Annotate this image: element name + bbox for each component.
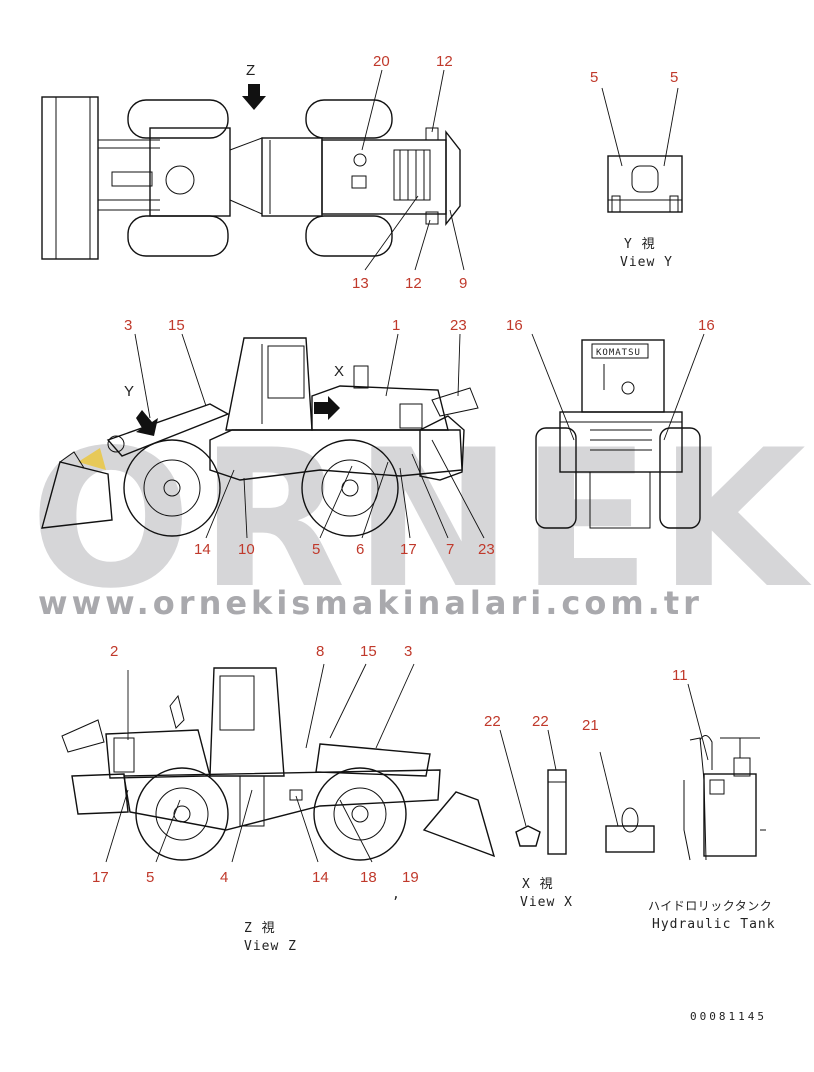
front-view-drawing: KOMATSU	[531, 333, 705, 529]
callout-top-9: 9	[459, 275, 467, 292]
callout-right-14: 14	[312, 869, 329, 886]
view-y-label: View Y	[620, 255, 673, 270]
tank-jp-label: ハイドロリックタンク	[648, 899, 772, 913]
callout-top-12b: 12	[405, 275, 422, 292]
side-left-leaders	[134, 333, 485, 539]
view-z-jp-label: Z 視	[244, 921, 276, 936]
side-left-drawing	[41, 337, 479, 537]
callout-view-x-22a: 22	[484, 713, 501, 730]
view-y-jp-label: Y 視	[624, 237, 656, 252]
callout-left-1: 1	[392, 317, 400, 334]
callout-left-6: 6	[356, 541, 364, 558]
view-x-drawing	[499, 729, 655, 855]
callout-right-3: 3	[404, 643, 412, 660]
watermark: ORNEK www.ornekismakinalari.com.tr	[30, 409, 814, 630]
view-marker-x: X	[334, 363, 344, 380]
callout-view-y-5a: 5	[590, 69, 598, 86]
callout-left-10: 10	[238, 541, 255, 558]
callout-right-15: 15	[360, 643, 377, 660]
callout-right-18: 18	[360, 869, 377, 886]
callout-left-23b: 23	[478, 541, 495, 558]
callout-right-19: 19	[402, 869, 419, 886]
side-right-leaders	[105, 663, 415, 863]
callout-right-4: 4	[220, 869, 228, 886]
callout-view-x-22b: 22	[532, 713, 549, 730]
watermark-url: www.ornekismakinalari.com.tr	[38, 584, 703, 622]
view-y-drawing	[601, 87, 683, 213]
callout-right-17: 17	[92, 869, 109, 886]
stray-mark: ,	[392, 887, 401, 902]
callout-left-23a: 23	[450, 317, 467, 334]
callout-right-5: 5	[146, 869, 154, 886]
callout-front-16b: 16	[698, 317, 715, 334]
top-view-drawing	[41, 84, 461, 260]
side-right-drawing	[61, 667, 496, 861]
callout-left-3: 3	[124, 317, 132, 334]
callout-top-12a: 12	[436, 53, 453, 70]
callout-top-20: 20	[373, 53, 390, 70]
tank-label: Hydraulic Tank	[652, 917, 776, 932]
callout-left-7: 7	[446, 541, 454, 558]
callout-left-17: 17	[400, 541, 417, 558]
view-x-jp-label: X 視	[522, 877, 554, 892]
watermark-accent	[78, 448, 106, 470]
callout-left-5: 5	[312, 541, 320, 558]
callout-view-x-21: 21	[582, 717, 599, 734]
hydraulic-tank-drawing	[683, 683, 766, 861]
watermark-brand: ORNEK	[30, 409, 814, 630]
callout-tank-11: 11	[672, 667, 688, 684]
view-z-label: View Z	[244, 939, 297, 954]
callout-top-13: 13	[352, 275, 369, 292]
callout-right-8: 8	[316, 643, 324, 660]
drawing-number: 00081145	[690, 1010, 767, 1023]
callout-right-2: 2	[110, 643, 118, 660]
callout-left-15: 15	[168, 317, 185, 334]
callout-view-y-5b: 5	[670, 69, 678, 86]
top-view-leaders	[361, 69, 465, 271]
front-brand-plate: KOMATSU	[596, 348, 641, 358]
view-marker-y: Y	[124, 383, 134, 400]
view-x-label: View X	[520, 895, 573, 910]
callout-left-14: 14	[194, 541, 211, 558]
view-marker-z: Z	[246, 62, 255, 79]
callout-front-16a: 16	[506, 317, 523, 334]
